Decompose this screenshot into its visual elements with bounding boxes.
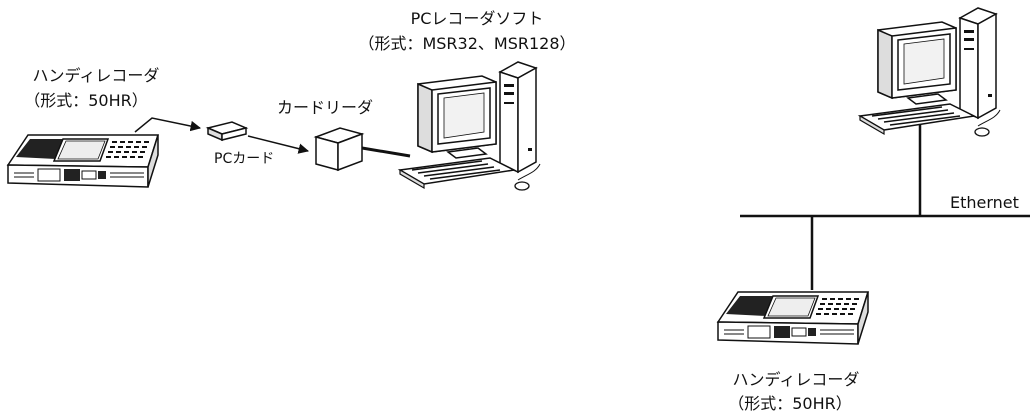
recorder-model-left: （形式：50HR） <box>24 91 148 110</box>
software-name: PCレコーダソフト <box>411 9 544 28</box>
card-reader-label: カードリーダ <box>277 98 373 117</box>
cable-reader-to-pc <box>361 146 411 158</box>
arrow-card-to-reader <box>247 135 310 154</box>
recorder-model-right: （形式：50HR） <box>728 394 852 413</box>
pc-network <box>859 7 1001 137</box>
right-diagram: Ethernet ハンディレコーダ （形式：50HR） <box>717 7 1030 413</box>
pc-card-label: PCカード <box>214 151 274 167</box>
arrow-recorder-to-card <box>134 117 202 133</box>
ethernet-label: Ethernet <box>950 193 1019 212</box>
recorder-name-left: ハンディレコーダ <box>33 66 160 85</box>
handy-recorder-left: ハンディレコーダ （形式：50HR） <box>7 66 160 188</box>
left-diagram: ハンディレコーダ （形式：50HR） PCカード カードリーダ PCレコーダソフ… <box>7 9 576 191</box>
software-model: （形式：MSR32、MSR128） <box>358 34 575 53</box>
handy-recorder-right: ハンディレコーダ （形式：50HR） <box>717 291 869 413</box>
recorder-name-right: ハンディレコーダ <box>733 370 860 389</box>
card-reader: カードリーダ <box>277 98 373 172</box>
pc-card: PCカード <box>205 121 274 167</box>
pc-software-station: PCレコーダソフト （形式：MSR32、MSR128） <box>358 9 576 191</box>
